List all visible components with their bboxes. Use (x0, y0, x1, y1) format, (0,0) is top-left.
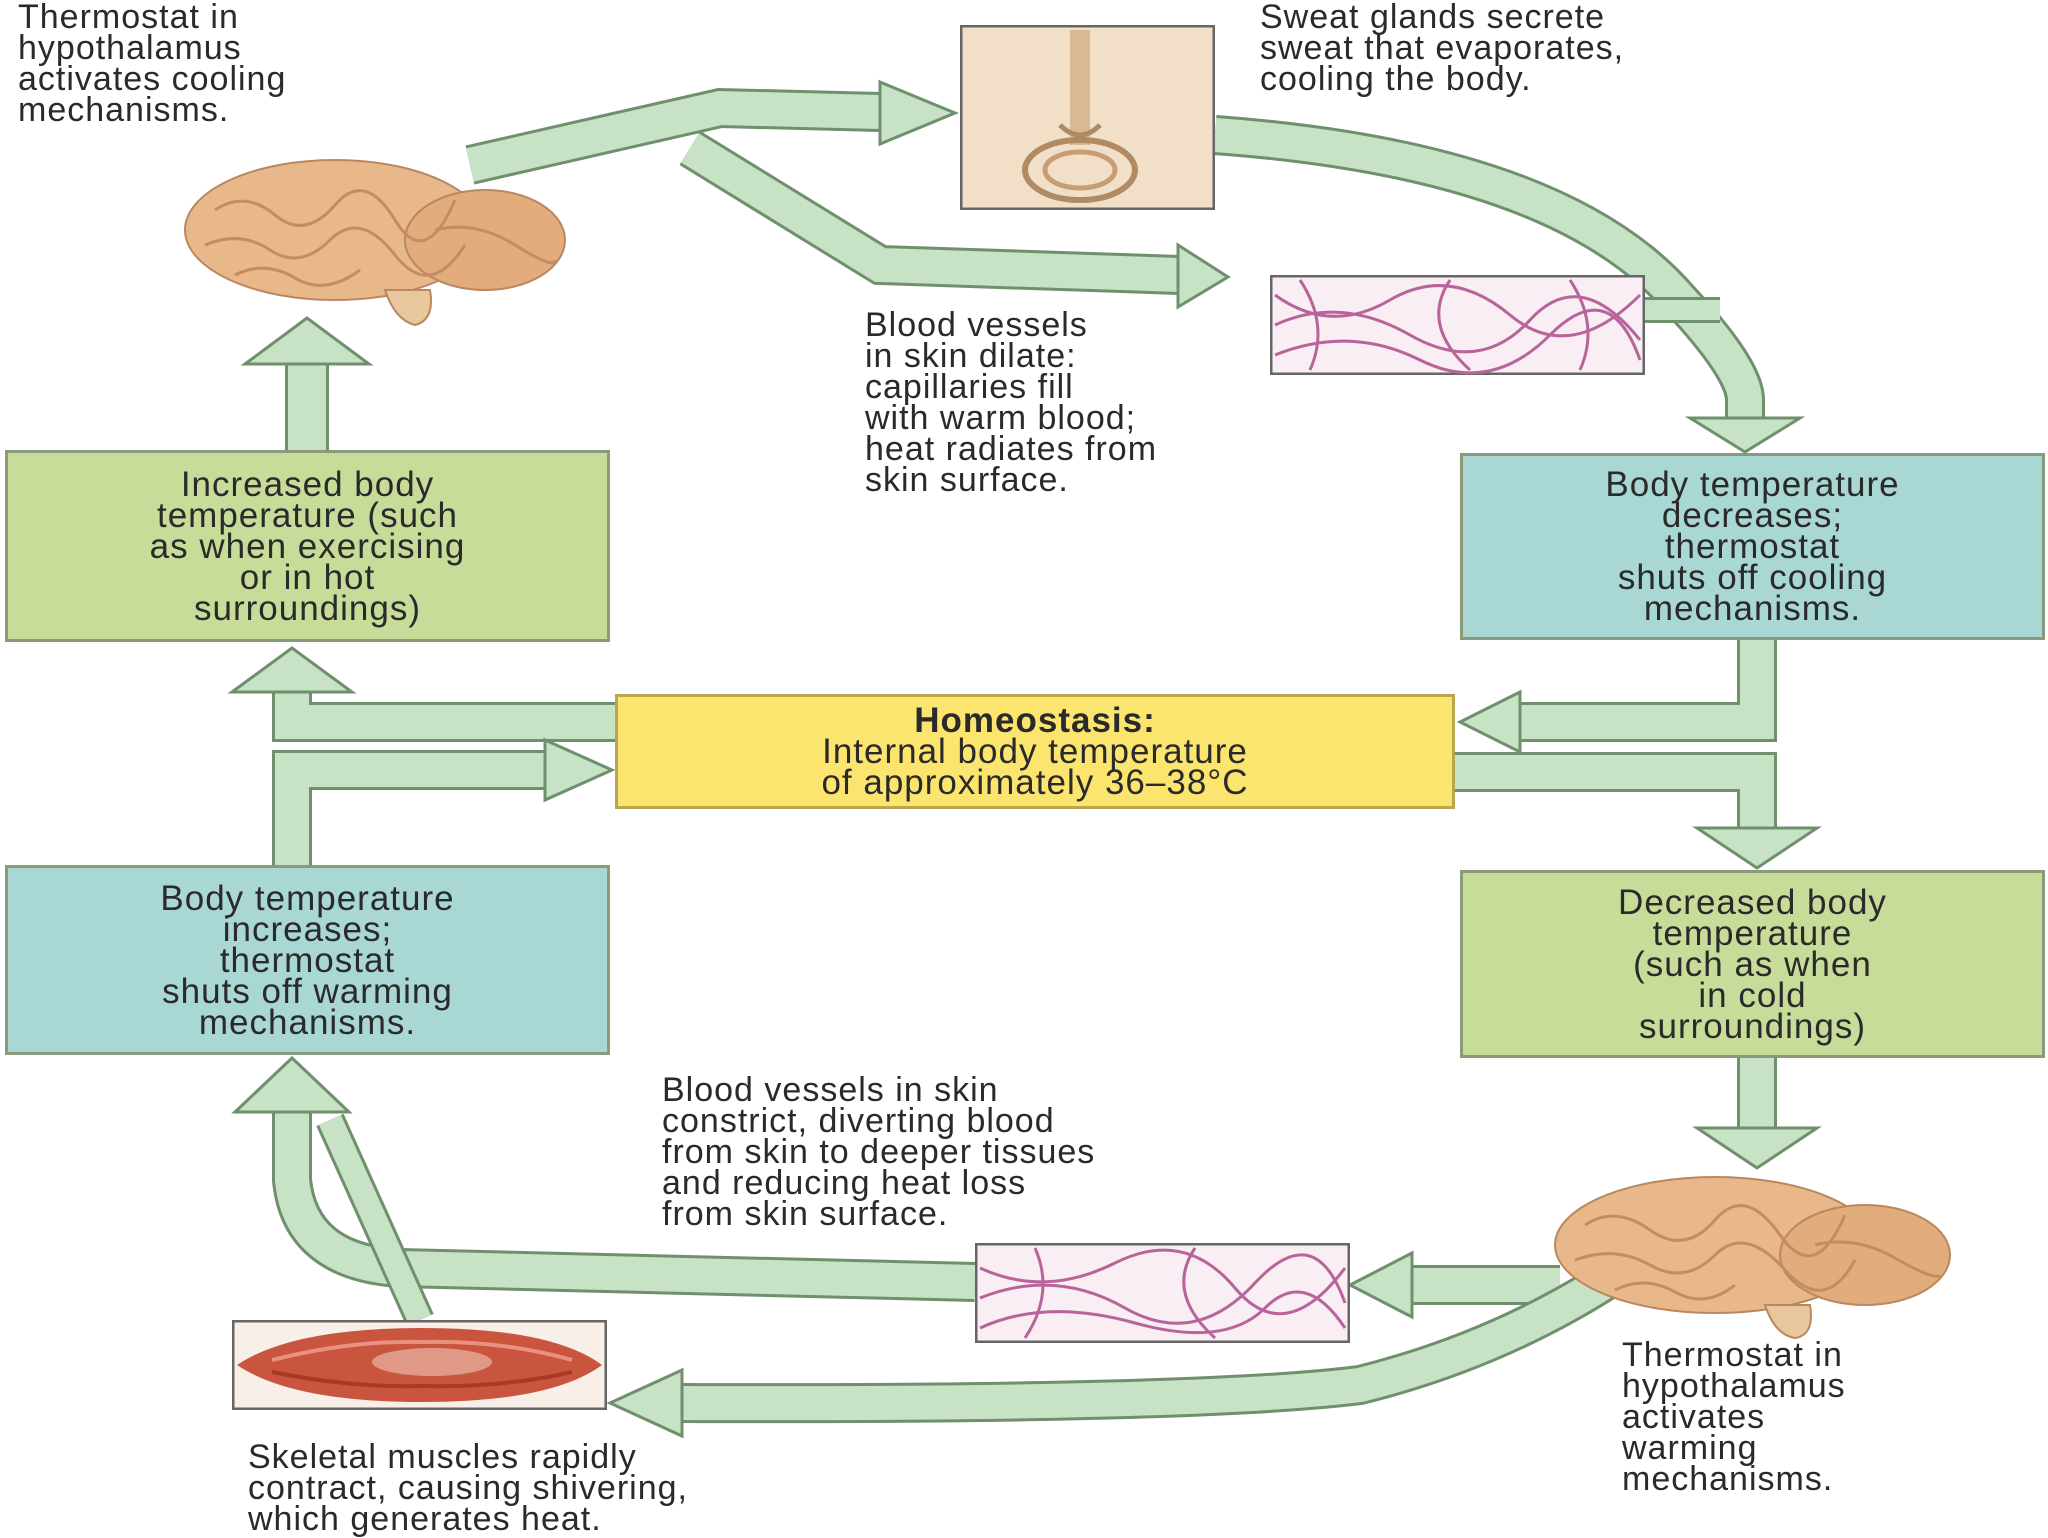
box-line: surroundings) (1639, 1006, 1866, 1046)
box-line: mechanisms. (1643, 589, 1862, 628)
box-line: (such as when (1633, 944, 1872, 984)
arrow-decreases-to-homeostasis (1520, 640, 1777, 742)
box-line: in cold (1698, 975, 1807, 1015)
arrowhead (1456, 689, 1522, 755)
arrowhead (227, 646, 357, 694)
thermostat-warming-label: Thermostat in hypothalamus activates war… (1622, 1336, 1846, 1498)
box-line: mechanisms. (198, 1002, 417, 1042)
brain-icon (1554, 1176, 1951, 1340)
thermostat-cooling-label: Thermostat in hypothalamus activates coo… (18, 0, 287, 129)
homeostasis-title: Homeostasis: (914, 701, 1156, 740)
label-line: hypothalamus (1622, 1367, 1846, 1405)
box-line: surroundings) (194, 588, 421, 628)
temperature-decreases-box: Body temperature decreases; thermostat s… (1460, 453, 2045, 640)
arrow-muscle-to-increases (316, 1113, 434, 1327)
box-line: temperature (such (156, 495, 459, 535)
arrow-increases-to-homeostasis (272, 750, 570, 865)
arrowhead (1692, 826, 1822, 870)
box-line: shuts off cooling (1617, 558, 1888, 597)
label-line: from skin surface. (662, 1195, 949, 1233)
decreased-temperature-box: Decreased body temperature (such as when… (1460, 870, 2045, 1058)
arrowhead (606, 1367, 684, 1439)
arrowhead (1684, 416, 1806, 454)
arrow-sweat-to-decreases (1213, 115, 1765, 420)
box-line: Decreased body (1618, 882, 1887, 922)
label-line: and reducing heat loss (662, 1164, 1027, 1202)
label-line: Thermostat in (18, 0, 239, 36)
box-line: thermostat (219, 940, 396, 980)
label-line: Skeletal muscles rapidly (248, 1438, 637, 1476)
shivering-label: Skeletal muscles rapidly contract, causi… (248, 1438, 688, 1538)
arrowhead (878, 79, 959, 147)
box-line: temperature (1652, 913, 1853, 953)
label-line: skin surface. (865, 461, 1069, 499)
box-line: Body temperature (1605, 465, 1900, 504)
label-line: with warm blood; (865, 399, 1137, 437)
label-line: mechanisms. (18, 91, 230, 129)
label-line: constrict, diverting blood (662, 1102, 1055, 1140)
box-line: or in hot (239, 557, 376, 597)
label-line: contract, causing shivering, (248, 1469, 688, 1507)
arrowhead (231, 1055, 353, 1114)
homeostasis-box: Homeostasis: Internal body temperature o… (615, 694, 1455, 809)
label-line: Blood vessels (865, 306, 1088, 344)
box-line: Body temperature (160, 878, 455, 918)
box-line: Increased body (180, 464, 435, 504)
label-line: sweat that evaporates, (1260, 29, 1625, 67)
box-line: shuts off warming (162, 971, 453, 1011)
arrowhead (1692, 1126, 1822, 1170)
label-line: from skin to deeper tissues (662, 1133, 1096, 1171)
sweat-gland-icon (960, 25, 1215, 210)
arrow-homeostasis-to-increased (272, 690, 615, 742)
arrow-homeostasis-to-decreased (1450, 752, 1777, 830)
blood-vessel-icon (1270, 275, 1645, 375)
label-line: capillaries fill (865, 368, 1074, 406)
arrowhead (1346, 1250, 1414, 1320)
box-line: decreases; (1661, 496, 1844, 535)
arrow-brain-to-sweat (465, 87, 881, 185)
sweat-glands-label: Sweat glands secrete sweat that evaporat… (1260, 0, 1625, 98)
arrowhead (543, 737, 616, 803)
vessels-dilate-label: Blood vessels in skin dilate: capillarie… (865, 306, 1158, 499)
label-line: which generates heat. (248, 1500, 602, 1538)
blood-vessel-icon (975, 1243, 1350, 1343)
brain-icon (184, 159, 566, 327)
box-line: increases; (222, 909, 393, 949)
vessels-constrict-label: Blood vessels in skin constrict, diverti… (662, 1071, 1096, 1233)
label-line: activates cooling (18, 60, 287, 98)
label-line: activates (1622, 1398, 1766, 1436)
temperature-increases-box: Body temperature increases; thermostat s… (5, 865, 610, 1055)
increased-temperature-box: Increased body temperature (such as when… (5, 450, 610, 642)
box-line: as when exercising (149, 526, 466, 566)
arrow-brain-to-vessels (679, 130, 1181, 295)
label-line: Thermostat in (1622, 1336, 1843, 1374)
label-line: Blood vessels in skin (662, 1071, 999, 1109)
arrow-brain-to-muscle (679, 1258, 1626, 1424)
box-line: thermostat (1664, 527, 1841, 566)
label-line: hypothalamus (18, 29, 242, 67)
label-line: heat radiates from (865, 430, 1158, 468)
arrowhead (240, 316, 374, 366)
label-line: cooling the body. (1260, 60, 1532, 98)
arrowhead (1176, 242, 1231, 310)
label-line: warming (1622, 1429, 1758, 1467)
label-line: in skin dilate: (865, 337, 1077, 375)
label-line: mechanisms. (1622, 1460, 1834, 1498)
box-line: of approximately 36–38°C (821, 763, 1249, 802)
label-line: Sweat glands secrete (1260, 0, 1606, 36)
box-line: Internal body temperature (822, 732, 1248, 771)
muscle-icon (232, 1320, 607, 1410)
